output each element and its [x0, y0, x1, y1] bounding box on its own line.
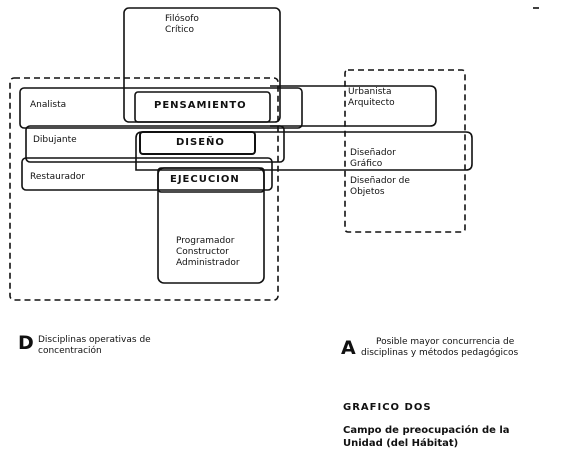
core-label-pensamiento: PENSAMIENTO [154, 100, 247, 111]
legend-a-text-line2: disciplinas y métodos pedagógicos [361, 348, 519, 358]
label-programador-line1: Programador [176, 236, 235, 246]
label-disenador-grafico: Diseñador Gráfico [350, 148, 396, 170]
band-restaurador [21, 157, 273, 191]
legend-a-text-line1: Posible mayor concurrencia de [376, 337, 515, 347]
region-d-dashed [9, 77, 279, 301]
legend-d-text-line2: concentración [38, 346, 102, 356]
core-box-pensamiento [134, 91, 271, 123]
legend-a-letter: A [341, 337, 356, 359]
label-urbanista-line2: Arquitecto [348, 98, 395, 108]
label-restaurador: Restaurador [30, 172, 85, 182]
label-filosofo-line2: Crítico [165, 25, 194, 35]
label-filosofo-line1: Filósofo [165, 14, 199, 24]
figure-subtitle: Campo de preocupación de la Unidad (del … [343, 424, 510, 450]
core-box-ejecucion [157, 167, 265, 193]
figure-title: GRAFICO DOS [343, 402, 432, 413]
label-filosofo: Filósofo Crítico [165, 14, 199, 36]
core-box-diseno [139, 131, 256, 155]
region-a-dashed [344, 69, 466, 233]
band-analista [19, 87, 303, 129]
label-disenador-objetos-line2: Objetos [350, 187, 385, 197]
band-disenador [135, 131, 473, 171]
label-programador-line2: Constructor [176, 247, 229, 257]
label-disenador-grafico-line2: Gráfico [350, 159, 383, 169]
label-analista: Analista [30, 100, 67, 110]
band-dibujante [25, 125, 285, 163]
label-disenador-objetos: Diseñador de Objetos [350, 176, 410, 198]
core-label-ejecucion: EJECUCION [170, 174, 240, 185]
label-disenador-grafico-line1: Diseñador [350, 148, 396, 158]
legend-d-text-line1: Disciplinas operativas de [38, 335, 151, 345]
figure-subtitle-line1: Campo de preocupación de la [343, 425, 510, 436]
figure-subtitle-line2: Unidad (del Hábitat) [343, 438, 459, 449]
band-urbanista [270, 85, 437, 127]
label-urbanista-line1: Urbanista [348, 87, 392, 97]
label-programador: Programador Constructor Administrador [176, 236, 240, 269]
label-programador-line3: Administrador [176, 258, 240, 268]
legend-a-text: Posible mayor concurrencia de disciplina… [361, 337, 518, 359]
legend-d-text: Disciplinas operativas de concentración [38, 335, 151, 357]
label-dibujante: Dibujante [33, 135, 77, 145]
legend-d-letter: D [18, 332, 34, 354]
core-label-diseno: DISEÑO [176, 137, 225, 148]
label-urbanista: Urbanista Arquitecto [348, 87, 395, 109]
label-disenador-objetos-line1: Diseñador de [350, 176, 410, 186]
